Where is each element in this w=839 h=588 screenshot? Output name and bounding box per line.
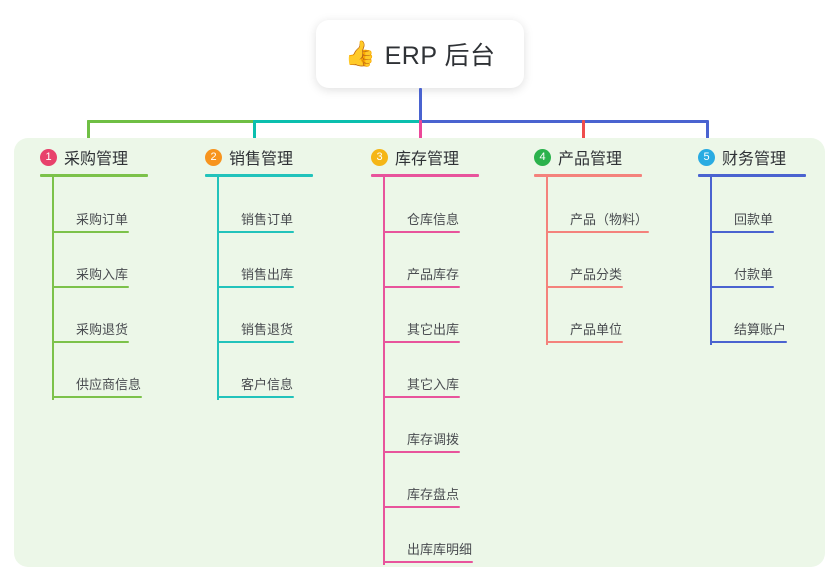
leaf-rule: [217, 341, 294, 343]
leaf-label: 仓库信息: [407, 212, 460, 227]
branch-header-2[interactable]: 2 销售管理: [205, 144, 293, 170]
leaf-rule: [383, 341, 460, 343]
branch-badge-5: 5: [698, 148, 715, 166]
leaf-rule: [217, 286, 294, 288]
leaf-rule: [217, 396, 294, 398]
leaf-rule: [546, 341, 623, 343]
leaf-label: 供应商信息: [76, 377, 142, 392]
branch-stub-4: [582, 120, 585, 142]
branch-badge-3: 3: [371, 148, 388, 166]
branch-badge-2: 2: [205, 148, 222, 166]
branch-column-4: 4 产品管理产品（物料） 产品分类产品单位: [534, 144, 650, 345]
leaf-label: 库存调拨: [407, 432, 460, 447]
root-node[interactable]: 👍 ERP 后台: [316, 20, 524, 88]
leaf-rule: [52, 231, 129, 233]
leaf-label: 其它入库: [407, 377, 460, 392]
branch-rule-4: [534, 174, 642, 177]
branches-panel: [14, 138, 825, 567]
leaf-label: 销售退货: [241, 322, 294, 337]
branch-badge-4: 4: [534, 148, 551, 166]
branch-stub-5: [706, 120, 709, 142]
branch-rule-2: [205, 174, 313, 177]
leaf-rule: [383, 451, 460, 453]
leaf-rule: [383, 561, 473, 563]
root-title: ERP 后台: [384, 42, 496, 70]
leaf-label: 库存盘点: [407, 487, 460, 502]
branch-rule-3: [371, 174, 479, 177]
branch-stub-1: [87, 120, 90, 142]
leaf-label: 回款单: [734, 212, 774, 227]
branch-spine-3: [383, 177, 385, 565]
leaf-label: 采购入库: [76, 267, 129, 282]
branch-badge-1: 1: [40, 148, 57, 166]
leaf-label: 产品分类: [570, 267, 623, 282]
branch-spine-4: [546, 177, 548, 345]
root-connector: [419, 88, 422, 123]
branch-title-1: 采购管理: [64, 151, 129, 168]
leaf-rule: [383, 286, 460, 288]
leaf-label: 销售出库: [241, 267, 294, 282]
branch-column-5: 5 财务管理回款单付款单结算账户: [698, 144, 806, 345]
branch-header-1[interactable]: 1 采购管理: [40, 144, 128, 170]
bus-teal: [253, 120, 421, 123]
leaf-rule: [383, 396, 460, 398]
bus-green: [87, 120, 254, 123]
branch-column-3: 3 库存管理仓库信息产品库存其它出库其它入库库存调拨库存盘点出库库明细: [371, 144, 479, 565]
branch-header-3[interactable]: 3 库存管理: [371, 144, 459, 170]
leaf-label: 结算账户: [734, 322, 787, 337]
leaf-rule: [710, 341, 787, 343]
leaf-rule: [383, 506, 460, 508]
leaf-rule: [710, 286, 774, 288]
leaf-rule: [546, 286, 623, 288]
leaf-label: 产品单位: [570, 322, 623, 337]
branch-title-3: 库存管理: [395, 151, 460, 168]
thumbs-up-icon: 👍: [344, 39, 376, 68]
branch-rule-1: [40, 174, 148, 177]
branch-spine-2: [217, 177, 219, 400]
leaf-rule: [217, 231, 294, 233]
leaf-rule: [710, 231, 774, 233]
leaf-label: 产品（物料）: [570, 212, 649, 227]
branch-header-5[interactable]: 5 财务管理: [698, 144, 786, 170]
leaf-label: 产品库存: [407, 267, 460, 282]
branch-title-5: 财务管理: [722, 151, 787, 168]
branch-header-4[interactable]: 4 产品管理: [534, 144, 622, 170]
leaf-rule: [383, 231, 460, 233]
branch-spine-1: [52, 177, 54, 400]
leaf-label: 采购退货: [76, 322, 129, 337]
branch-column-1: 1 采购管理采购订单采购入库采购退货供应商信息: [40, 144, 148, 400]
branch-title-2: 销售管理: [229, 151, 294, 168]
leaf-label: 客户信息: [241, 377, 294, 392]
bus-blue: [420, 120, 708, 123]
branch-column-2: 2 销售管理销售订单销售出库销售退货客户信息: [205, 144, 313, 400]
leaf-rule: [52, 286, 129, 288]
leaf-rule: [52, 341, 129, 343]
branch-stub-2: [253, 120, 256, 142]
leaf-label: 其它出库: [407, 322, 460, 337]
branch-rule-5: [698, 174, 806, 177]
leaf-rule: [546, 231, 650, 233]
branch-stub-3: [419, 120, 422, 142]
branch-title-4: 产品管理: [558, 151, 623, 168]
leaf-rule: [52, 396, 142, 398]
leaf-label: 采购订单: [76, 212, 129, 227]
leaf-label: 付款单: [734, 267, 774, 282]
leaf-label: 出库库明细: [407, 542, 473, 557]
leaf-label: 销售订单: [241, 212, 294, 227]
branch-spine-5: [710, 177, 712, 345]
